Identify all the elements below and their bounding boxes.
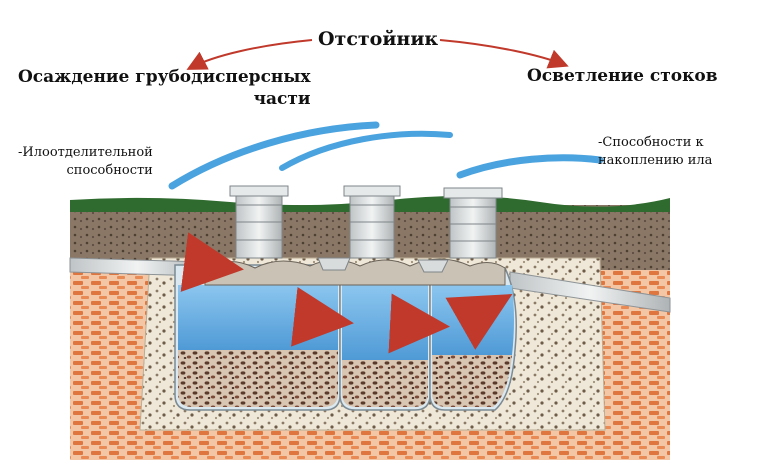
right-heading: Осветление стоков <box>527 66 718 86</box>
arrow-to-right-heading <box>439 39 569 69</box>
left-note-line-1: -Илоотделительной <box>18 145 153 160</box>
left-heading: Осаждение грубодисперсных части <box>18 66 311 110</box>
red-flow-arrow-inlet <box>180 232 244 292</box>
water-chamber-3 <box>432 285 514 355</box>
blue-arc-right <box>456 154 604 179</box>
baffle-1 <box>317 257 351 271</box>
right-note-line-1: -Способности к <box>598 135 704 150</box>
arrow-to-left-heading <box>186 39 313 70</box>
sludge-chamber-2 <box>342 360 428 407</box>
baffle-2 <box>417 259 449 273</box>
left-note: -Илоотделительной способности <box>18 144 153 180</box>
right-note-line-2: накоплению ила <box>598 153 713 168</box>
red-flow-arrow-2 <box>388 293 450 354</box>
diagram-title: Отстойник <box>318 28 439 50</box>
vent-pipe-3 <box>443 187 503 259</box>
curved-arrow-outlet <box>445 294 513 350</box>
vent-pipe-2 <box>343 185 401 259</box>
left-note-line-2: способности <box>66 163 153 178</box>
blue-arc-left <box>168 121 380 190</box>
vent-pipe-1 <box>229 185 289 259</box>
sludge-chamber-1 <box>178 350 338 407</box>
left-heading-line-2: части <box>253 89 311 109</box>
blue-arc-mid <box>279 130 453 171</box>
red-flow-arrow-1 <box>291 287 354 347</box>
left-heading-line-1: Осаждение грубодисперсных <box>18 67 311 87</box>
sludge-chamber-3 <box>432 355 512 407</box>
right-note: -Способности к накоплению ила <box>598 134 712 170</box>
